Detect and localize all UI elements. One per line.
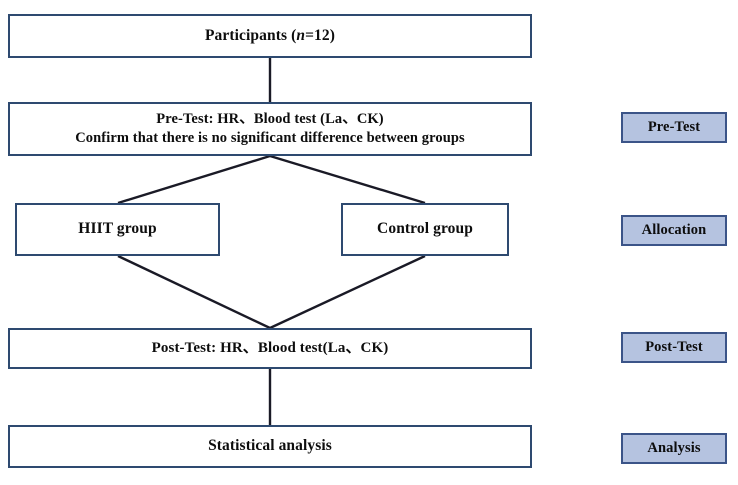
node-control-group: Control group bbox=[341, 203, 509, 256]
node-statistical-analysis: Statistical analysis bbox=[8, 425, 532, 468]
stage-label-allocation-text: Allocation bbox=[641, 222, 707, 238]
participants-text-post: =12) bbox=[305, 26, 335, 44]
node-control-group-label: Control group bbox=[377, 220, 473, 238]
node-posttest: Post-Test: HR、Blood test(La、CK) bbox=[8, 328, 532, 369]
edge-control-to-posttest bbox=[269, 254, 426, 330]
stage-label-pre-test: Pre-Test bbox=[621, 112, 727, 143]
node-participants-label: Participants (n=12) bbox=[199, 26, 341, 46]
node-hiit-group: HIIT group bbox=[15, 203, 220, 256]
node-pretest-label: Pre-Test: HR、Blood test (La、CK) Confirm … bbox=[69, 110, 471, 148]
participants-text-pre: Participants ( bbox=[204, 26, 297, 44]
stage-label-analysis: Analysis bbox=[621, 433, 727, 464]
edge-pretest-to-hiit bbox=[117, 154, 271, 205]
edge-pretest-to-control bbox=[269, 154, 426, 205]
stage-label-post-test: Post-Test bbox=[621, 332, 727, 363]
node-hiit-group-label: HIIT group bbox=[78, 220, 157, 238]
stage-label-pre-test-text: Pre-Test bbox=[647, 119, 701, 135]
node-statistical-analysis-label: Statistical analysis bbox=[208, 437, 332, 455]
node-pretest-line1: Pre-Test: HR、Blood test (La、CK) bbox=[156, 111, 384, 128]
stage-label-analysis-text: Analysis bbox=[647, 440, 701, 456]
stage-label-allocation: Allocation bbox=[621, 215, 727, 246]
node-posttest-label: Post-Test: HR、Blood test(La、CK) bbox=[151, 339, 389, 356]
node-pretest-line2: Confirm that there is no significant dif… bbox=[75, 130, 465, 146]
node-participants: Participants (n=12) bbox=[8, 14, 532, 58]
edge-hiit-to-posttest bbox=[117, 254, 271, 330]
stage-label-post-test-text: Post-Test bbox=[645, 339, 703, 355]
participants-text-italic-n: n bbox=[296, 26, 306, 44]
node-pretest: Pre-Test: HR、Blood test (La、CK) Confirm … bbox=[8, 102, 532, 156]
